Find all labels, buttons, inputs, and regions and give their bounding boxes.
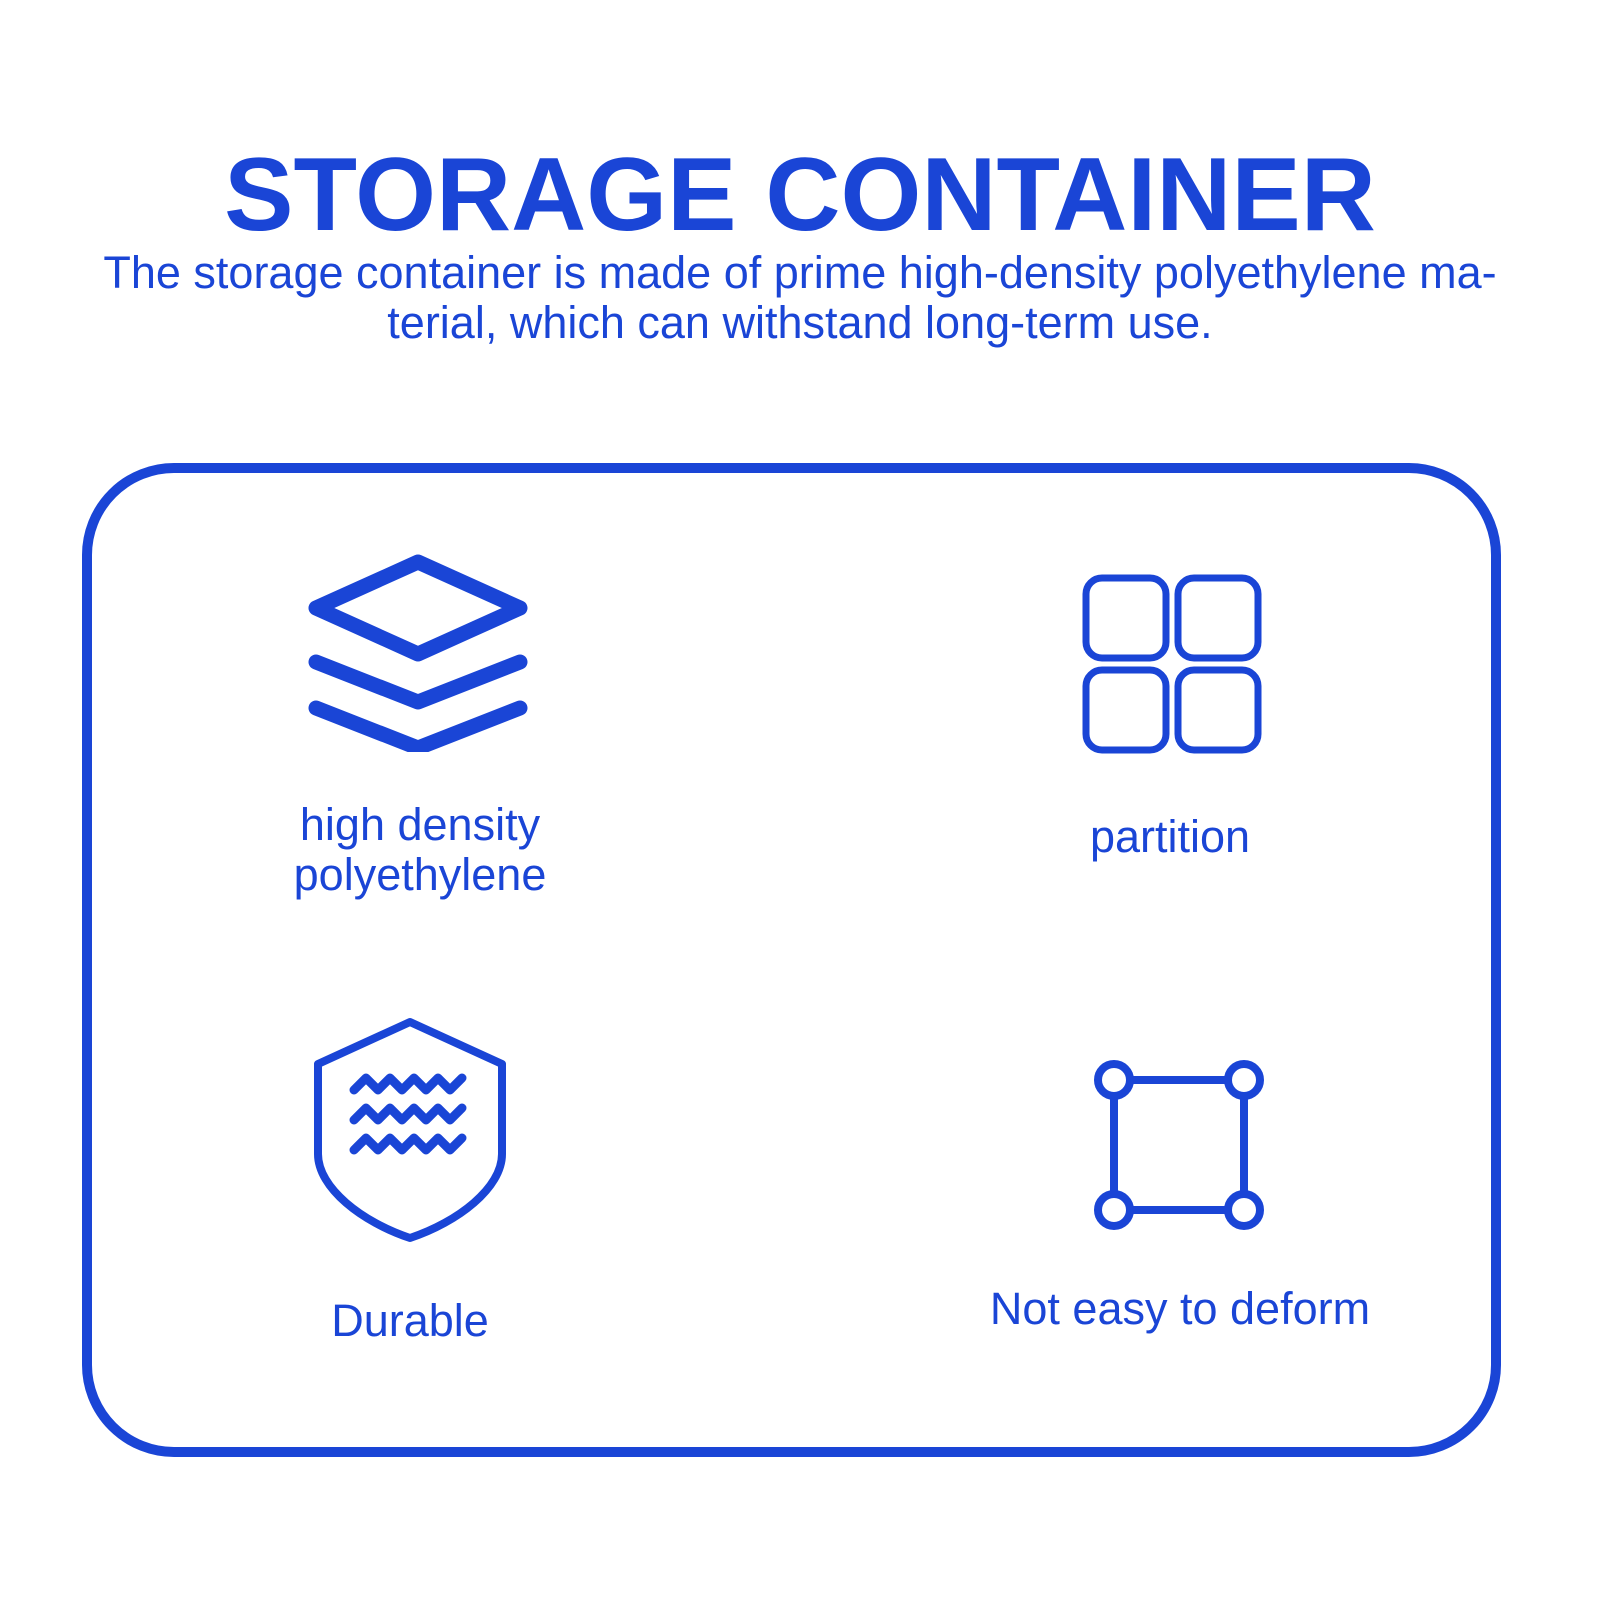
grid-icon — [1082, 574, 1262, 754]
features-panel — [82, 463, 1501, 1457]
description-line-2: terial, which can withstand long-term us… — [387, 297, 1213, 348]
layers-icon — [308, 554, 528, 752]
feature-label: Not easy to deform — [989, 1283, 1371, 1334]
square-nodes-icon — [1094, 1060, 1264, 1230]
feature-label: Durable — [331, 1295, 489, 1346]
shield-waves-icon — [314, 1018, 506, 1242]
feature-label: partition — [1089, 811, 1251, 862]
description-line-1: The storage container is made of prime h… — [103, 247, 1497, 298]
page-description: The storage container is made of prime h… — [80, 248, 1520, 348]
feature-label: high density polyethylene — [293, 799, 547, 900]
page-title: STORAGE CONTAINER — [224, 137, 1376, 253]
